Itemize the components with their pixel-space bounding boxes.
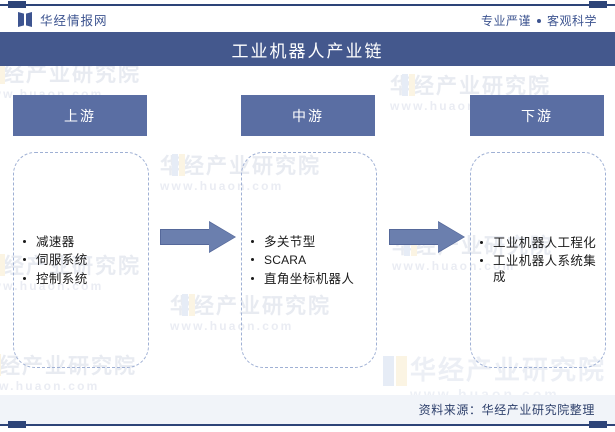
watermark-logo-icon [402,74,415,96]
bottom-rule-right-cap [589,421,607,428]
column-box-upstream: 减速器 伺服系统 控制系统 [13,152,149,368]
watermark-url-text: www.huaon.com [0,379,100,393]
list-item-label: 伺服系统 [36,253,88,267]
arrow-head-icon [209,222,235,252]
tagline-left-label: 专业严谨 [480,14,531,28]
list-item: 伺服系统 [23,252,142,268]
list-item-label: 多关节型 [264,234,316,249]
double-book-mark-icon [18,12,33,27]
list-item-label: 工业机器人系统集成 [493,254,597,285]
column-box-downstream: 工业机器人工程化 工业机器人系统集成 [470,152,606,368]
list-item-label: 控制系统 [36,271,88,286]
source-label: 资料来源：华经产业研究院整理 [418,403,595,417]
tagline-right-label: 客观科学 [546,14,597,28]
column-list-midstream: 多关节型 SCARA 直角坐标机器人 [242,231,376,289]
arrow-shaft [389,229,439,245]
list-item-label: 直角坐标机器人 [264,271,355,286]
column-head-label: 上游 [64,107,96,124]
watermark-logo-icon [182,294,195,316]
bullet-icon [23,239,27,243]
column-head-label: 中游 [292,107,324,124]
bullet-icon [251,276,255,280]
list-item: 工业机器人工程化 [480,235,599,251]
watermark-logo-icon [0,254,5,276]
list-item: 工业机器人系统集成 [480,253,599,285]
footer-band: 资料来源：华经产业研究院整理 [0,395,615,424]
list-item-label: 工业机器人工程化 [493,235,597,250]
column-head-label: 下游 [521,107,553,124]
arrow-upstream-to-midstream [160,221,236,253]
arrow-shaft [160,229,210,245]
list-item-label: SCARA [264,253,307,267]
watermark-logo-icon [383,356,407,386]
list-item: SCARA [251,252,370,268]
list-item: 减速器 [23,234,142,250]
bottom-rule [0,424,615,426]
watermark-logo-icon [0,354,1,376]
title-band: 工业机器人产业链 [0,32,615,66]
column-list-downstream: 工业机器人工程化 工业机器人系统集成 [471,232,605,288]
brand-bar: 华经情报网 专业严谨 客观科学 [0,8,615,32]
list-item: 多关节型 [251,234,370,250]
top-rule [0,4,615,6]
brand-logo[interactable]: 华经情报网 [18,10,108,29]
column-head-midstream: 中游 [241,95,375,136]
top-rule-left-cap [8,1,26,8]
list-item: 控制系统 [23,271,142,287]
watermark-logo-icon [172,154,185,176]
bullet-dot-icon [536,18,541,23]
top-rule-right-cap [589,1,607,8]
column-head-upstream: 上游 [13,95,147,136]
list-item: 直角坐标机器人 [251,271,370,287]
column-box-midstream: 多关节型 SCARA 直角坐标机器人 [241,152,377,368]
bullet-icon [23,276,27,280]
list-item-label: 减速器 [36,234,75,249]
bullet-icon [251,258,255,262]
tagline: 专业严谨 客观科学 [481,12,597,29]
bullet-icon [23,258,27,262]
arrow-midstream-to-downstream [389,221,465,253]
bullet-icon [251,239,255,243]
column-list-upstream: 减速器 伺服系统 控制系统 [14,231,148,289]
column-head-downstream: 下游 [470,95,604,136]
arrow-head-icon [438,222,464,252]
bottom-rule-left-cap [8,421,26,428]
bullet-icon [480,240,484,244]
page-title: 工业机器人产业链 [231,41,384,61]
bullet-icon [480,259,484,263]
brand-name-label: 华经情报网 [40,14,108,28]
